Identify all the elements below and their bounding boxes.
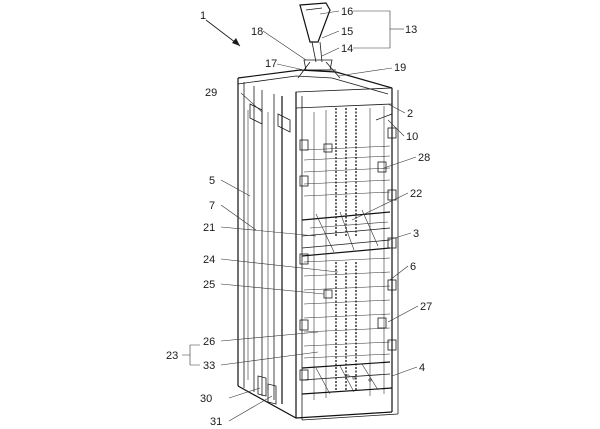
label-18: 18 [251,26,263,38]
leader-lines [182,10,419,422]
label-28: 28 [418,152,430,164]
label-14: 14 [341,43,353,55]
label-25: 25 [203,279,215,291]
label-33: 33 [203,360,215,372]
label-19: 19 [394,62,406,74]
label-10: 10 [406,131,418,143]
reference-labels: 1 16 15 13 14 18 17 19 29 2 10 28 5 22 7… [166,6,432,428]
label-7: 7 [209,200,215,212]
label-2: 2 [407,108,413,120]
label-22: 22 [410,188,422,200]
bottom-platform [301,361,393,395]
label-6: 6 [410,261,416,273]
label-3: 3 [413,228,419,240]
brackets [249,103,397,405]
label-17: 17 [265,58,277,70]
label-1: 1 [200,10,206,22]
label-26: 26 [203,336,215,348]
label-15: 15 [341,26,353,38]
rebar-cage-stirrups [303,145,391,359]
label-23: 23 [166,350,178,362]
label-27: 27 [420,301,432,313]
label-21: 21 [203,222,215,234]
label-31: 31 [210,416,222,428]
middle-platform [301,209,391,257]
label-5: 5 [209,175,215,187]
lifting-hook [297,2,341,79]
lifting-chains [335,108,357,390]
assembly-arrow [205,19,241,47]
label-30: 30 [200,393,212,405]
label-4: 4 [419,362,425,374]
rebar-cage-verticals [313,106,385,400]
label-13: 13 [405,24,417,36]
label-24: 24 [203,254,215,266]
label-29: 29 [205,87,217,99]
label-16: 16 [341,6,353,18]
